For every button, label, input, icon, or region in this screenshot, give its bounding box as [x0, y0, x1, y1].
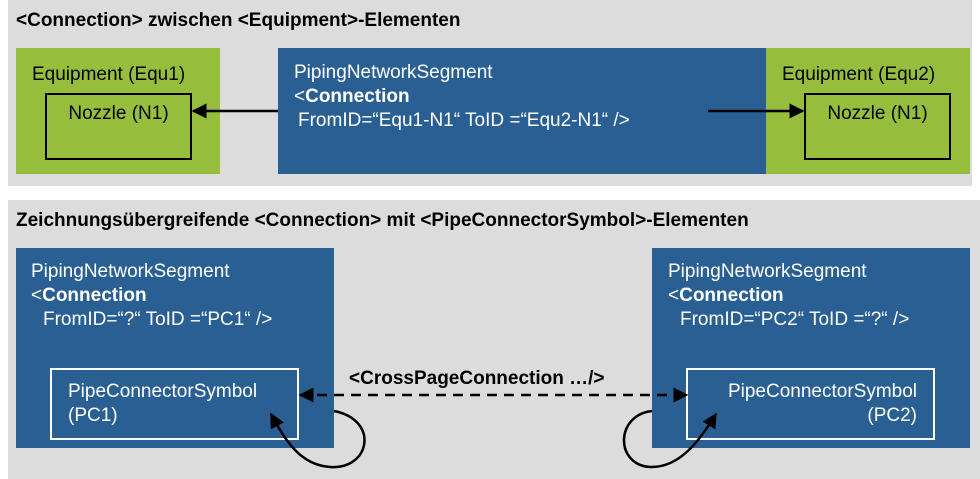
connection-tag: Connection	[42, 285, 147, 306]
connection-attributes: FromID=“Equ1-N1“ ToID =“Equ2-N1“ />	[298, 110, 630, 131]
nozzle-n1-right: Nozzle (N1)	[804, 93, 951, 160]
equipment-label: Equipment (Equ1)	[32, 64, 186, 85]
connection-tag: Connection	[679, 285, 784, 306]
connection-attributes: FromID=“?“ ToID =“PC1“ />	[43, 309, 273, 330]
connection-tag: Connection	[305, 86, 410, 107]
cross-page-connection-label: <CrossPageConnection …/>	[349, 368, 605, 389]
connection-tag-line: <Connection	[31, 285, 147, 306]
segment-name: PipingNetworkSegment	[294, 62, 493, 83]
piping-network-segment-left: PipingNetworkSegment <Connection FromID=…	[16, 248, 334, 448]
bottom-section-title: Zeichnungsübergreifende <Connection> mit…	[16, 210, 749, 231]
symbol-id: (PC2)	[867, 405, 917, 426]
connection-tag-line: <Connection	[294, 86, 410, 107]
connection-tag-line: <Connection	[668, 285, 784, 306]
symbol-name: PipeConnectorSymbol	[68, 381, 258, 402]
segment-text: PipingNetworkSegment <Connection FromID=…	[668, 260, 909, 332]
segment-text: PipingNetworkSegment <Connection FromID=…	[294, 61, 630, 133]
piping-network-segment-top: PipingNetworkSegment <Connection FromID=…	[278, 48, 768, 174]
top-section-title: <Connection> zwischen <Equipment>-Elemen…	[16, 10, 461, 31]
segment-text: PipingNetworkSegment <Connection FromID=…	[31, 260, 272, 332]
segment-name: PipingNetworkSegment	[31, 261, 230, 282]
loop-arrow-pc1	[269, 409, 366, 469]
equipment-label: Equipment (Equ2)	[782, 64, 936, 85]
symbol-id: (PC1)	[68, 405, 118, 426]
pipe-connector-symbol-pc1: PipeConnectorSymbol (PC1)	[50, 368, 299, 440]
pipe-connector-symbol-pc2: PipeConnectorSymbol (PC2)	[686, 368, 935, 440]
segment-name: PipingNetworkSegment	[668, 261, 867, 282]
symbol-name: PipeConnectorSymbol	[727, 381, 917, 402]
nozzle-label: Nozzle (N1)	[68, 103, 169, 124]
connection-attributes: FromID=“PC2“ ToID =“?“ />	[680, 309, 910, 330]
equipment-equ1: Equipment (Equ1) Nozzle (N1)	[16, 48, 220, 174]
loop-arrow-pc2	[622, 409, 718, 469]
nozzle-n1-left: Nozzle (N1)	[45, 93, 192, 160]
nozzle-label: Nozzle (N1)	[827, 103, 928, 124]
